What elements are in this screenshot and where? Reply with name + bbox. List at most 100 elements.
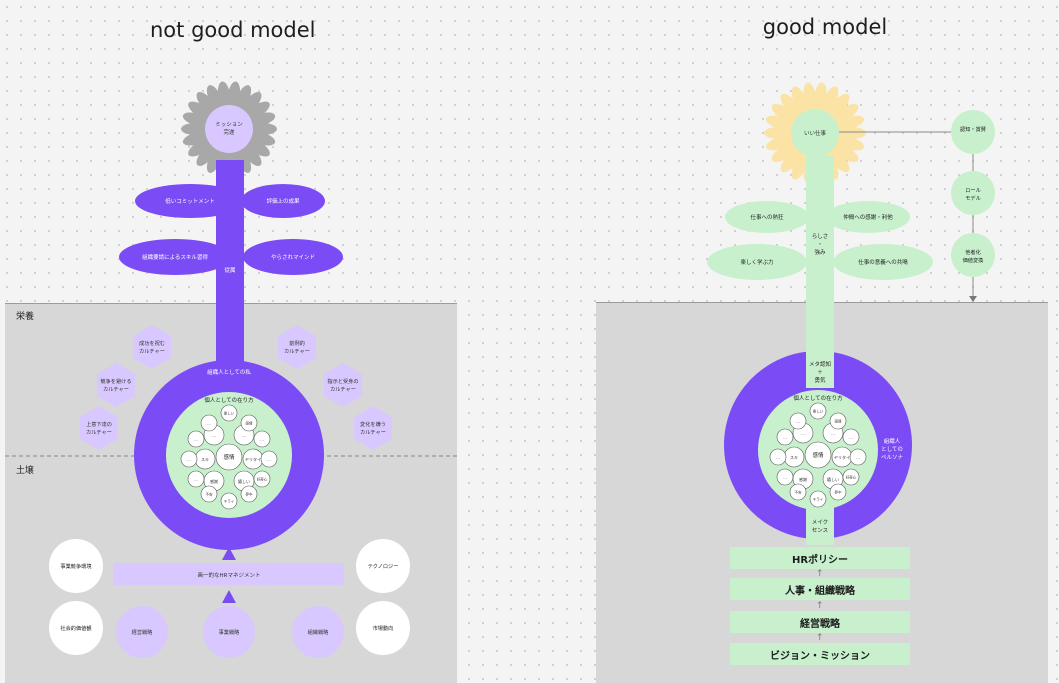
right-ring-gap-top [806,348,834,388]
nutrition-label: 栄養 [16,312,35,322]
left-leaf [243,239,343,275]
bubble [829,483,847,501]
right-bar-hr-strategy: 人事・組織戦略 [730,578,910,600]
left-leaf [135,184,245,218]
bubble [240,485,258,503]
right-bubble-cluster: ……スキヤリタイ感謝嬉しい楽しい感情……好奇心夢中キライ不安…………感情 [769,402,867,508]
right-ring-label: 組織人としてのペルソナ [881,437,904,461]
left-environment-circle [49,601,103,655]
left-culture-hexagon [79,406,119,450]
left-flower-center-text: ミッション完遂 [215,122,243,136]
right-stem-label: らしさ・強み [812,233,829,256]
left-culture-label: 競争を避けるカルチャー [100,377,131,393]
bubble [253,430,271,448]
right-leaf [826,201,910,233]
bubble-label: キライ [813,497,824,502]
right-arrow-2: ↑ [816,601,824,611]
bubble-label: 感情 [835,419,843,424]
left-culture-label: 前例的カルチャー [284,339,310,355]
bubble-label: 夢中 [835,490,843,495]
core-bubble [215,443,243,471]
left-culture-hexagon [277,325,317,369]
left-strategy-label: 組織戦略 [308,628,330,636]
left-environment-circle [356,601,410,655]
right-bar-hr-policy: HRポリシー [730,547,910,569]
left-strategy-circle [203,606,255,658]
bubble-label: … [260,438,264,442]
bubble [809,490,827,508]
bubble [776,468,794,486]
bubble-label: … [796,420,800,424]
right-ring-bottom: メイクセンス [812,519,828,534]
left-environment-label: 事業競争環境 [60,562,91,570]
bubble-label: … [849,436,853,440]
bubble [776,428,794,446]
left-leaf-label: やらされマインド [271,253,315,261]
bubble-label: … [267,458,271,462]
left-title: not good model [150,18,316,42]
bubble [829,412,847,430]
bubble-label: … [194,438,198,442]
right-leaf-label: 楽しく学ぶ力 [740,258,773,266]
right-side-label: ロールモデル [965,188,981,202]
left-leaves: 低いコミットメント評価上の成果組織要請によるスキル習得やらされマインド [119,184,343,275]
bubble-label: 不安 [206,492,213,497]
bubble-label: 楽しい [224,411,235,416]
right-leaf [707,244,807,280]
soil-label: 土壌 [16,466,35,476]
bubble-label: 好奇心 [846,475,857,480]
left-hexagons: 成功を祝むカルチャー前例的カルチャー競争を避けるカルチャー指示と受身のカルチャー… [79,325,393,450]
left-culture-hexagon [353,406,393,450]
bubble-label: … [783,436,787,440]
right-leaf-label: 仕事への熱狂 [750,213,784,221]
left-strategy-label: 事業戦略 [219,628,241,636]
left-inner-title: 個人としての在り方 [204,396,254,404]
right-leaf [725,201,809,233]
left-strategy-circle [116,606,168,658]
right-flower-center [791,109,839,157]
bubble-label: ヤリタイ [245,456,261,462]
bubble-label: 嬉しい [238,478,250,484]
right-arrow-1: ↑ [816,569,824,579]
right-side-label: 認知・賞賛 [960,125,986,133]
bubble-label: スキ [201,457,209,462]
bubble-label: … [801,431,805,436]
bubble [253,470,271,488]
right-side-circle [951,110,995,154]
bubble-label: 夢中 [246,492,253,497]
bubble-label: スキ [790,455,798,460]
left-leaf-label: 組織要請によるスキル習得 [142,253,208,261]
bubble-label: … [831,431,835,436]
right-leaves: 仕事への熱狂仲間への感謝・利他楽しく学ぶ力仕事の意義への共鳴 [707,201,933,280]
bubble [842,428,860,446]
bubble-label: … [242,433,246,438]
bubble [187,430,205,448]
bubble [769,448,787,466]
bubble-label: … [207,422,211,426]
left-environment-label: 社会的価値観 [60,624,91,632]
right-side-label: 他者化価値変換 [963,248,985,264]
left-strategy-circle [292,606,344,658]
left-ring-label: 組織人としての私 [207,368,251,376]
bubble [789,412,807,430]
bubble-label: … [187,458,191,462]
bubble [200,414,218,432]
left-environment-label: 市場動向 [373,624,394,632]
right-stem [806,156,834,384]
left-culture-hexagon [96,363,136,407]
bubble-label: 感謝 [210,478,218,484]
bubble-label: キライ [224,499,235,504]
bubble-label: 感情 [246,421,253,426]
right-leaf [833,244,933,280]
right-bar-vision: ビジョン・ミッション [730,643,910,665]
left-leaf-label: 低いコミットメント [165,197,215,205]
bubble-label: ヤリタイ [834,454,850,460]
left-leaf [241,184,325,218]
right-bar-management: 経営戦略 [730,611,910,633]
right-inner-title: 個人としての在り方 [793,394,843,402]
bubble-label: 不安 [795,490,803,495]
bubble-label: … [856,456,860,460]
core-label: 感情 [223,453,235,461]
